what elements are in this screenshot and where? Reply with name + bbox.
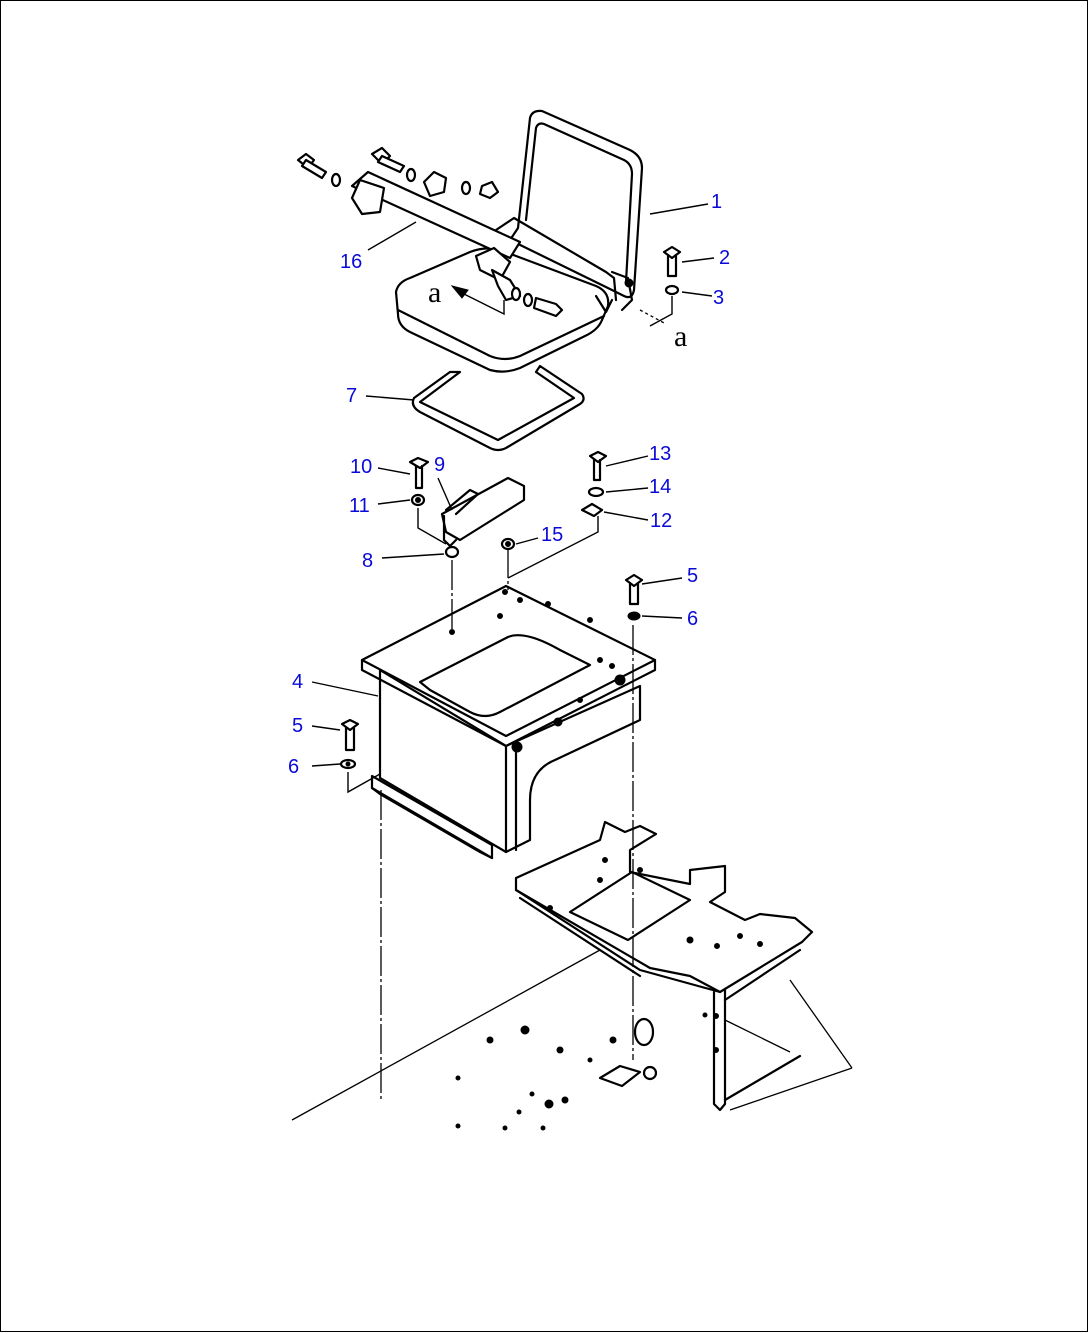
callout-12: 12 <box>650 510 672 532</box>
seat-box-hardware <box>339 245 682 794</box>
callout-2: 2 <box>719 247 730 269</box>
reference-arrow <box>450 285 505 316</box>
callout-6-left: 6 <box>288 756 299 778</box>
callout-14: 14 <box>649 476 671 498</box>
callout-1: 1 <box>711 191 722 213</box>
floor <box>291 949 853 1131</box>
callout-5-right: 5 <box>687 565 698 587</box>
leader-lines <box>311 203 715 767</box>
callout-6-right: 6 <box>687 608 698 630</box>
seat-hardware <box>296 146 667 325</box>
seat-box <box>360 584 657 860</box>
callout-7: 7 <box>346 385 357 407</box>
seat-gasket <box>411 364 585 452</box>
alignment-lines <box>380 548 634 1100</box>
callout-5-left: 5 <box>292 715 303 737</box>
callout-4: 4 <box>292 671 303 693</box>
callout-3: 3 <box>713 287 724 309</box>
seat-belt <box>350 170 522 302</box>
reference-a-left: a <box>428 276 441 309</box>
reference-labels: a a <box>428 276 687 353</box>
operator-seat <box>394 109 644 373</box>
callout-15: 15 <box>541 524 563 546</box>
callout-labels: 1 2 3 4 5 5 6 6 7 8 9 10 11 12 13 14 15 … <box>288 191 730 778</box>
seat-mount-frame <box>514 820 814 1112</box>
callout-16: 16 <box>340 251 362 273</box>
callout-8: 8 <box>362 550 373 572</box>
callout-10: 10 <box>350 456 372 478</box>
callout-9: 9 <box>434 454 445 476</box>
reference-a-right: a <box>674 320 687 353</box>
callout-13: 13 <box>649 443 671 465</box>
callout-11: 11 <box>349 495 370 517</box>
